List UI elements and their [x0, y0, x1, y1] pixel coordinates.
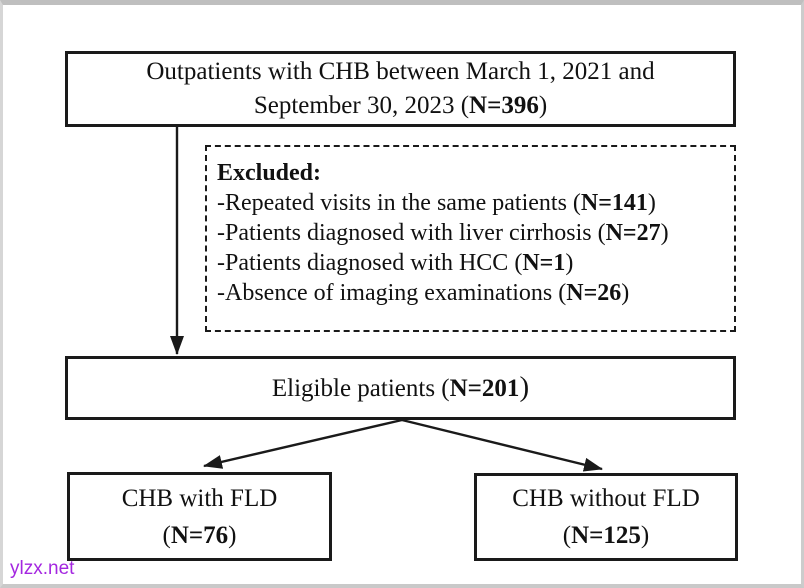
excluded-item-n: N=26 [566, 280, 622, 306]
chb-without-fld-line2: (N=125) [563, 517, 649, 554]
chb-with-fld-pre: ( [162, 521, 171, 549]
excluded-item-text: -Absence of imaging examinations ( [217, 280, 567, 306]
excluded-item-n: N=1 [522, 250, 566, 276]
chb-without-fld-line1: CHB without FLD [512, 485, 700, 512]
excluded-item-text: -Patients diagnosed with liver cirrhosis… [217, 220, 606, 246]
excluded-item-close: ) [660, 220, 669, 246]
chb-with-fld-line2: (N=76) [163, 517, 237, 554]
chb-without-fld-pre: ( [562, 522, 572, 549]
outpatients-line2-post: ) [538, 92, 548, 119]
eligible-box: Eligible patients (N=201) [65, 356, 736, 420]
outpatients-n: N=396 [469, 92, 539, 119]
eligible-post: ) [519, 371, 530, 403]
eligible-pre: Eligible patients ( [271, 375, 450, 402]
excluded-title: Excluded: [217, 160, 322, 186]
chb-without-fld-box: CHB without FLD (N=125) [474, 473, 738, 561]
chb-with-fld-post: ) [228, 521, 237, 549]
outpatients-line2: September 30, 2023 (N=396) [254, 89, 547, 123]
outpatients-line1: Outpatients with CHB between March 1, 20… [146, 58, 655, 85]
excluded-item-close: ) [621, 280, 630, 306]
chb-with-fld-line1: CHB with FLD [121, 484, 278, 512]
excluded-item-n: N=27 [605, 220, 661, 246]
chb-without-fld-post: ) [640, 522, 650, 549]
diagram-inner: Outpatients with CHB between March 1, 20… [3, 5, 799, 584]
excluded-item-n: N=141 [580, 190, 648, 216]
excluded-item: -Patients diagnosed with HCC (N=1) [217, 248, 730, 278]
chb-with-fld-n: N=76 [170, 521, 229, 549]
excluded-item: -Patients diagnosed with liver cirrhosis… [217, 218, 730, 248]
excluded-item-close: ) [647, 190, 656, 216]
excluded-item-text: -Repeated visits in the same patients ( [217, 190, 581, 216]
chb-without-fld-n: N=125 [571, 522, 641, 549]
excluded-item-close: ) [565, 250, 574, 276]
chb-with-fld-box: CHB with FLD (N=76) [67, 472, 332, 561]
watermark: ylzx.net [10, 558, 75, 579]
branch-arrow-left [203, 418, 403, 469]
excluded-item: -Absence of imaging examinations (N=26) [217, 278, 730, 308]
outpatients-line2-pre: September 30, 2023 ( [253, 92, 470, 119]
eligible-line: Eligible patients (N=201) [272, 370, 529, 406]
excluded-box: Excluded: -Repeated visits in the same p… [205, 145, 736, 332]
excluded-item-text: -Patients diagnosed with HCC ( [217, 250, 523, 276]
outpatients-box: Outpatients with CHB between March 1, 20… [65, 51, 736, 127]
branch-arrow-right [401, 418, 603, 472]
excluded-item: -Repeated visits in the same patients (N… [217, 188, 730, 218]
eligible-n: N=201 [449, 375, 520, 402]
